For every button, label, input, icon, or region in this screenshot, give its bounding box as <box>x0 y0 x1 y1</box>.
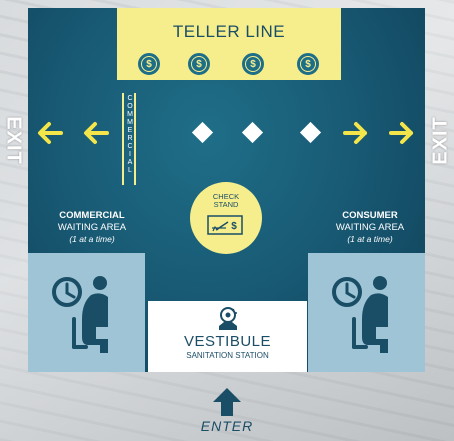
arrow-right-icon <box>343 122 413 144</box>
exit-left-label: EXIT <box>2 115 25 165</box>
dollar-coin-icon: $ <box>297 53 319 75</box>
clock-person-seated-icon <box>52 276 108 353</box>
exit-right-label: EXIT <box>429 115 452 165</box>
arrow-up-icon <box>213 388 241 416</box>
svg-text:$: $ <box>231 221 237 232</box>
consumer-area-note: (1 at a time) <box>347 234 393 244</box>
arrow-left-icon <box>38 122 109 144</box>
check-stand-label: CHECK STAND <box>212 192 240 209</box>
commercial-area-subtitle: WAITING AREA <box>57 222 127 233</box>
check-icon: $ <box>207 215 243 235</box>
dollar-coin-icon: $ <box>188 53 210 75</box>
commercial-area-title: COMMERCIAL <box>59 210 125 221</box>
teller-line: TELLER LINE $ $ $ $ <box>117 8 341 80</box>
vestibule-subtitle: SANITATION STATION <box>186 351 269 360</box>
check-stand: CHECK STAND $ <box>190 182 262 254</box>
commercial-lane-label: C O M M E R C I A L <box>127 95 133 174</box>
vestibule-title: VESTIBULE <box>183 333 272 350</box>
vestibule: VESTIBULE SANITATION STATION <box>148 301 307 372</box>
consumer-waiting-box <box>308 253 425 372</box>
commercial-area-note: (1 at a time) <box>69 234 115 244</box>
hand-sanitizer-icon <box>219 307 237 330</box>
dollar-coin-icon: $ <box>138 53 160 75</box>
teller-line-title: TELLER LINE <box>172 22 286 41</box>
enter-label: ENTER <box>200 418 254 434</box>
consumer-area-subtitle: WAITING AREA <box>335 222 405 233</box>
consumer-area-title: CONSUMER <box>342 210 398 221</box>
clock-person-seated-icon <box>332 276 388 353</box>
commercial-lane-marker: C O M M E R C I A L <box>122 93 136 185</box>
commercial-waiting-box <box>28 253 145 372</box>
dollar-coin-icon: $ <box>242 53 264 75</box>
